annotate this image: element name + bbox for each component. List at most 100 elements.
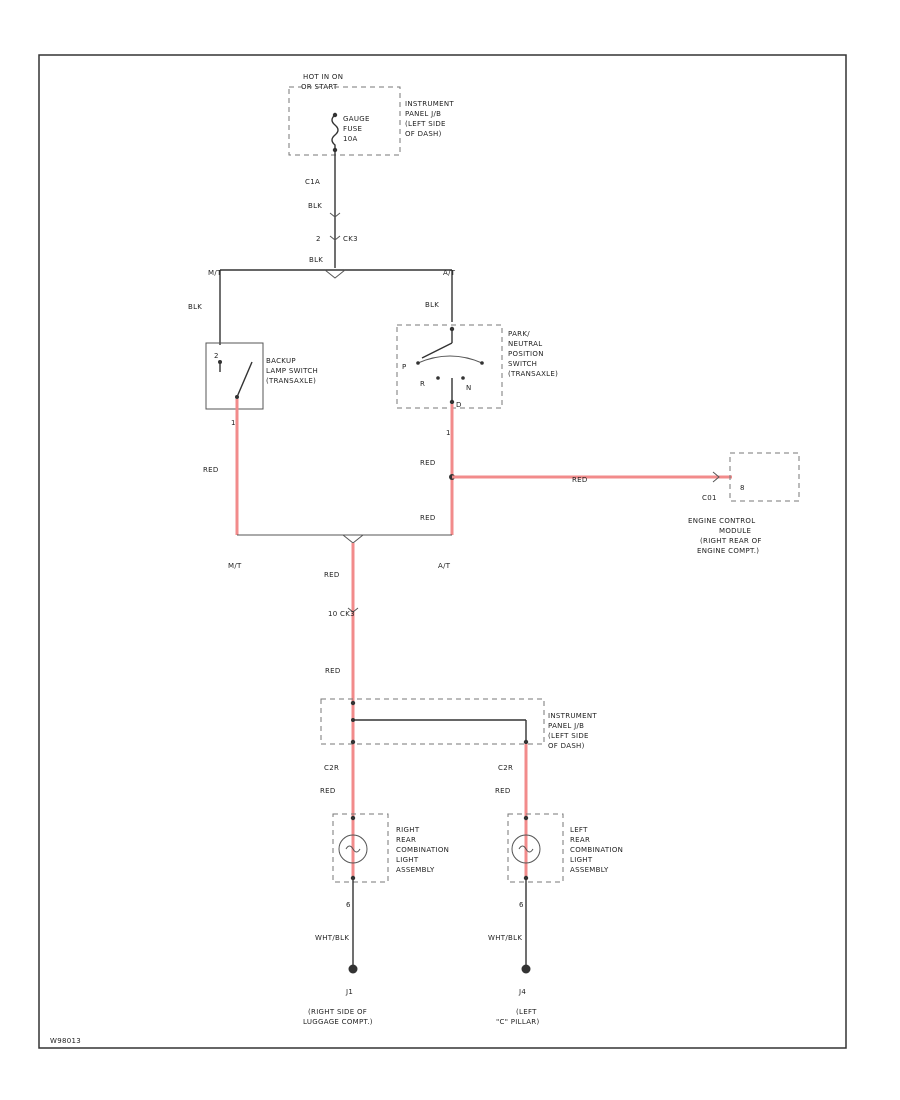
pn-switch-arc <box>417 355 483 364</box>
backup-switch-outline <box>205 342 264 410</box>
pn-label-3: POSITION <box>508 350 544 358</box>
left-lamp-terminal-bottom <box>523 875 529 881</box>
right-lamp-filament-icon <box>345 845 361 853</box>
pn-pin-n: N <box>466 384 472 392</box>
split-selector <box>324 269 346 279</box>
lower-junction-block: INSTRUMENT PANEL J/B (LEFT SIDE OF DASH)… <box>320 698 597 880</box>
right-rear-lamp-assembly: RIGHT REAR COMBINATION LIGHT ASSEMBLY 6 … <box>303 813 449 1026</box>
backup-switch-label-3: (TRANSAXLE) <box>266 377 316 385</box>
right-ground-loc-1: (RIGHT SIDE OF <box>308 1008 367 1016</box>
center-conn-label: 10 CK3 <box>328 610 355 618</box>
backup-red-label: RED <box>203 466 219 474</box>
left-rear-lamp-assembly: LEFT REAR COMBINATION LIGHT ASSEMBLY 6 W… <box>488 813 623 1026</box>
pn-red-label-1: RED <box>420 459 436 467</box>
branch-at-bottom-label: A/T <box>438 562 451 570</box>
merge-bar: M/T A/T <box>228 534 452 570</box>
fuse-block: HOT IN ON OR START GAUGE FUSE 10A INSTRU… <box>288 73 454 156</box>
ecm-outline <box>729 452 800 502</box>
backup-switch-label-1: BACKUP <box>266 357 296 365</box>
pn-pin-d: D <box>456 401 462 409</box>
left-ground-label: J4 <box>518 988 526 996</box>
diagram-frame <box>38 54 847 1049</box>
left-ground-icon <box>521 964 531 974</box>
fuse-name-1: GAUGE <box>343 115 370 123</box>
pn-contact-r <box>436 376 440 380</box>
feed-pin-label: 2 <box>316 235 321 243</box>
lower-jb-label-1: INSTRUMENT <box>548 712 597 720</box>
lower-jb-label-4: OF DASH) <box>548 742 585 750</box>
right-lamp-terminal-top <box>350 815 356 821</box>
ecm-label-2: MODULE <box>719 527 751 535</box>
connector-symbol-1 <box>329 212 341 218</box>
ecm-label-3: (RIGHT REAR OF <box>700 537 762 545</box>
pn-contact-p <box>416 361 420 365</box>
split-bar: M/T A/T BLK BLK <box>188 269 456 345</box>
fuse-location-3: (LEFT SIDE <box>405 120 446 128</box>
backup-pin-top: 2 <box>214 352 219 360</box>
fuse-block-outline <box>288 86 401 156</box>
right-lamp-red-label: RED <box>320 787 336 795</box>
lower-jb-c2r-right: C2R <box>498 764 513 772</box>
left-lamp-label-1: LEFT <box>570 826 588 834</box>
pn-label-2: NEUTRAL <box>508 340 542 348</box>
ecm-conn-label: C01 <box>702 494 717 502</box>
right-lamp-label-1: RIGHT <box>396 826 420 834</box>
connector-symbol-2 <box>329 235 341 241</box>
feed-c1a-label: C1A <box>305 178 320 186</box>
left-lamp-label-2: REAR <box>570 836 590 844</box>
branch-blk-left-label: BLK <box>188 303 202 311</box>
right-lamp-bulb-icon <box>338 834 368 864</box>
ecm-label-1: ENGINE CONTROL <box>688 517 755 525</box>
pn-label-5: (TRANSAXLE) <box>508 370 558 378</box>
fuse-element <box>331 114 339 150</box>
right-lamp-wire-label: WHT/BLK <box>315 934 349 942</box>
left-lamp-wire-label: WHT/BLK <box>488 934 522 942</box>
branch-blk-right-label: BLK <box>425 301 439 309</box>
ecm-red-label: RED <box>572 476 588 484</box>
left-lamp-label-4: LIGHT <box>570 856 593 864</box>
left-lamp-filament-icon <box>518 845 534 853</box>
pn-red-label-2: RED <box>420 514 436 522</box>
backup-switch-blade <box>236 361 253 398</box>
fuse-location-2: PANEL J/B <box>405 110 441 118</box>
lower-jb-input-terminal <box>350 700 356 706</box>
left-lamp-pin-label: 6 <box>519 901 524 909</box>
park-neutral-switch: P R D N PARK/ NEUTRAL POSITION SWITCH (T… <box>396 324 558 535</box>
lower-jb-outline <box>320 698 545 745</box>
lower-jb-left-output <box>350 739 356 745</box>
right-ground-icon <box>348 964 358 974</box>
center-red-label-1: RED <box>324 571 340 579</box>
right-lamp-terminal-bottom <box>350 875 356 881</box>
top-feed-wire: C1A BLK 2 CK3 BLK <box>305 150 358 268</box>
left-lamp-outline <box>507 813 564 883</box>
center-red-label-2: RED <box>325 667 341 675</box>
pn-contact-d <box>480 361 484 365</box>
pn-switch-outline <box>396 324 503 409</box>
backup-pin-bottom: 1 <box>231 419 236 427</box>
left-ground-loc-1: (LEFT <box>516 1008 537 1016</box>
left-lamp-label-5: ASSEMBLY <box>570 866 609 874</box>
engine-control-module: RED 8 C01 ENGINE CONTROL MODULE (RIGHT R… <box>452 452 800 555</box>
right-lamp-pin-label: 6 <box>346 901 351 909</box>
diagram-code: W98013 <box>50 1037 81 1045</box>
fuse-hot-label-1: HOT IN ON <box>303 73 343 81</box>
backup-switch-label-2: LAMP SWITCH <box>266 367 318 375</box>
pn-contact-n <box>461 376 465 380</box>
branch-mt-bottom-label: M/T <box>228 562 242 570</box>
right-lamp-label-2: REAR <box>396 836 416 844</box>
fuse-location-1: INSTRUMENT <box>405 100 454 108</box>
center-connector-symbol <box>347 607 359 613</box>
branch-mt-top-label: M/T <box>208 269 222 277</box>
lower-jb-label-3: (LEFT SIDE <box>548 732 589 740</box>
left-lamp-terminal-top <box>523 815 529 821</box>
branch-at-top-label: A/T <box>443 269 456 277</box>
lower-jb-c2r-left: C2R <box>324 764 339 772</box>
pn-label-4: SWITCH <box>508 360 537 368</box>
pn-pin-r: R <box>420 380 425 388</box>
right-lamp-outline <box>332 813 389 883</box>
left-lamp-red-label: RED <box>495 787 511 795</box>
right-lamp-label-3: COMBINATION <box>396 846 449 854</box>
feed-conn-label: CK3 <box>343 235 358 243</box>
ecm-label-4: ENGINE COMPT.) <box>697 547 759 555</box>
